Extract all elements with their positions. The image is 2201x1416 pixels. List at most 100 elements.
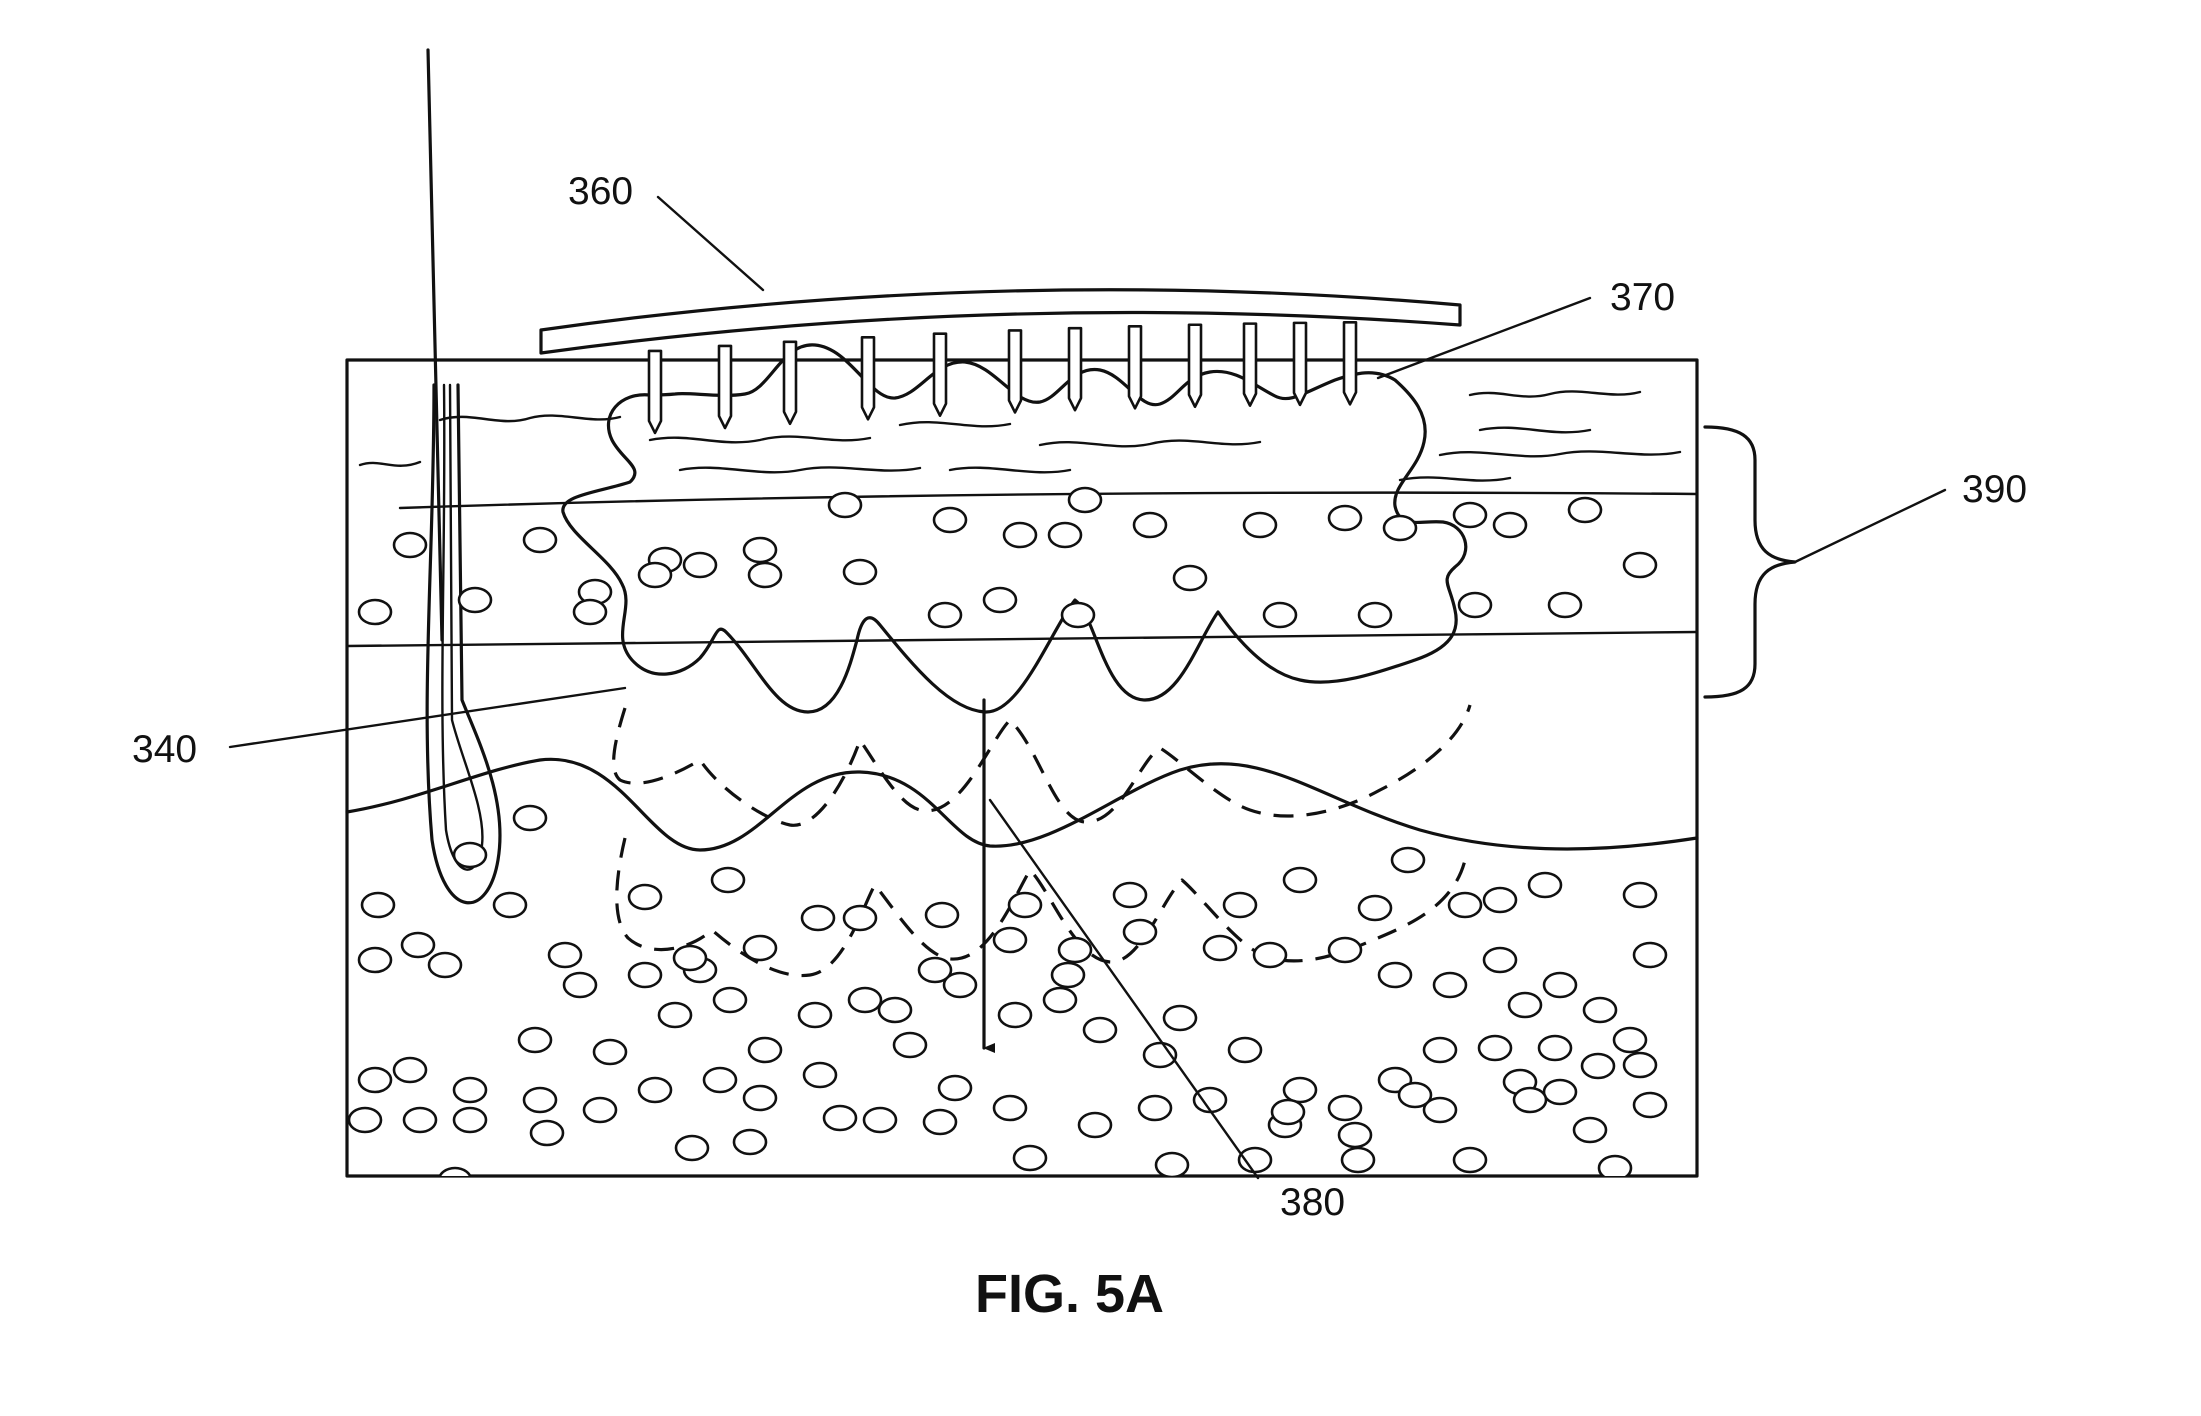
cell (1509, 993, 1541, 1017)
cell (1539, 1036, 1571, 1060)
leader-360 (658, 197, 763, 290)
cell (439, 1168, 471, 1192)
cell (1224, 893, 1256, 917)
cell (1449, 893, 1481, 917)
projected-treatment-zone (614, 705, 1470, 825)
cell (639, 563, 671, 587)
cell (844, 906, 876, 930)
cell (549, 943, 581, 967)
cell (349, 1108, 381, 1132)
leader-370 (1378, 298, 1590, 378)
cell (1614, 1028, 1646, 1052)
cell (1569, 498, 1601, 522)
cell (1624, 883, 1656, 907)
cell (1582, 1054, 1614, 1078)
cell (749, 563, 781, 587)
microneedle (784, 342, 796, 424)
cell (1459, 593, 1491, 617)
cell (564, 973, 596, 997)
microneedle (934, 334, 946, 416)
cell (1529, 873, 1561, 897)
cell (1204, 936, 1236, 960)
cell (594, 1040, 626, 1064)
cell (1484, 888, 1516, 912)
cell (394, 533, 426, 557)
microneedle (1129, 326, 1141, 408)
cell (1079, 1113, 1111, 1137)
cell (1124, 920, 1156, 944)
cell (879, 998, 911, 1022)
cell (1164, 1006, 1196, 1030)
cell (1264, 603, 1296, 627)
cell (1399, 1083, 1431, 1107)
cell (1062, 603, 1094, 627)
cell (984, 588, 1016, 612)
cell (799, 1003, 831, 1027)
cell (1229, 1038, 1261, 1062)
microneedle (1069, 328, 1081, 410)
cell (1434, 973, 1466, 997)
cell (704, 1068, 736, 1092)
cell (1424, 1038, 1456, 1062)
cell (1052, 963, 1084, 987)
cell (1549, 593, 1581, 617)
epidermis-boundary-line (400, 493, 1697, 508)
cell (454, 1078, 486, 1102)
applicator-plate (541, 290, 1460, 353)
cell (1174, 566, 1206, 590)
cell (1379, 963, 1411, 987)
cell (1544, 973, 1576, 997)
figure-caption: FIG. 5A (975, 1264, 1164, 1324)
cell (744, 538, 776, 562)
cell (1392, 848, 1424, 872)
microneedle-array (649, 322, 1356, 433)
cell (429, 953, 461, 977)
cell (394, 1058, 426, 1082)
cell (629, 963, 661, 987)
label-340: 340 (132, 728, 197, 771)
cell (1272, 1100, 1304, 1124)
cell (749, 1038, 781, 1062)
cell (824, 1106, 856, 1130)
cell (1624, 1053, 1656, 1077)
cell (676, 1136, 708, 1160)
cell (1049, 523, 1081, 547)
cell (1359, 896, 1391, 920)
cell (1484, 948, 1516, 972)
cell (864, 1108, 896, 1132)
label-370: 370 (1610, 276, 1675, 319)
cell (1574, 1118, 1606, 1142)
label-360: 360 (568, 170, 633, 213)
cell (674, 946, 706, 970)
cell (514, 806, 546, 830)
cell (1544, 1080, 1576, 1104)
cell (994, 1096, 1026, 1120)
dermis-boundary-line (347, 632, 1697, 646)
cell (404, 1108, 436, 1132)
cell (1454, 1148, 1486, 1172)
microneedle (862, 337, 874, 419)
cell (1059, 938, 1091, 962)
cell (734, 1130, 766, 1154)
cell (714, 988, 746, 1012)
cell (829, 493, 861, 517)
cell (1479, 1036, 1511, 1060)
cell (1156, 1153, 1188, 1177)
cell (994, 928, 1026, 952)
cell (1329, 1096, 1361, 1120)
cell (1584, 998, 1616, 1022)
cell (1342, 1148, 1374, 1172)
cell (1004, 523, 1036, 547)
cell (1634, 1093, 1666, 1117)
cell (1139, 1096, 1171, 1120)
cell (531, 1121, 563, 1145)
cell (1329, 938, 1361, 962)
microneedle (1009, 330, 1021, 412)
cell (1114, 883, 1146, 907)
cell (1624, 553, 1656, 577)
cell (1134, 513, 1166, 537)
cell (359, 948, 391, 972)
lower-dermis-boundary (347, 759, 1697, 850)
cell (359, 1068, 391, 1092)
cell (894, 1033, 926, 1057)
